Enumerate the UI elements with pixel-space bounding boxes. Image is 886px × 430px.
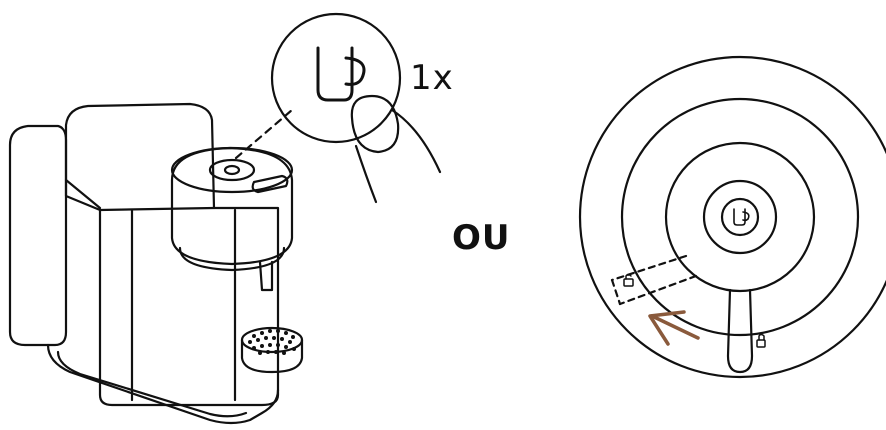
cup-icon	[316, 46, 366, 102]
or-label: OU	[452, 218, 511, 258]
brew-button[interactable]	[208, 158, 256, 182]
button-zoom	[270, 12, 442, 204]
press-count-label: 1x	[410, 58, 454, 98]
finger	[350, 94, 400, 154]
water-tank	[8, 124, 68, 347]
dial-lever	[726, 288, 754, 374]
zoom-leader	[234, 108, 294, 160]
arrow-icon	[648, 310, 700, 346]
brew-button-top[interactable]	[720, 197, 760, 237]
cup-support	[240, 326, 304, 374]
unlock-icon	[756, 333, 766, 348]
cup-icon	[733, 208, 750, 226]
coffee-machine	[8, 102, 304, 425]
lock-icon	[623, 273, 634, 287]
lever	[251, 174, 289, 194]
dial-top-view	[578, 55, 886, 379]
drip-tray	[46, 343, 280, 425]
